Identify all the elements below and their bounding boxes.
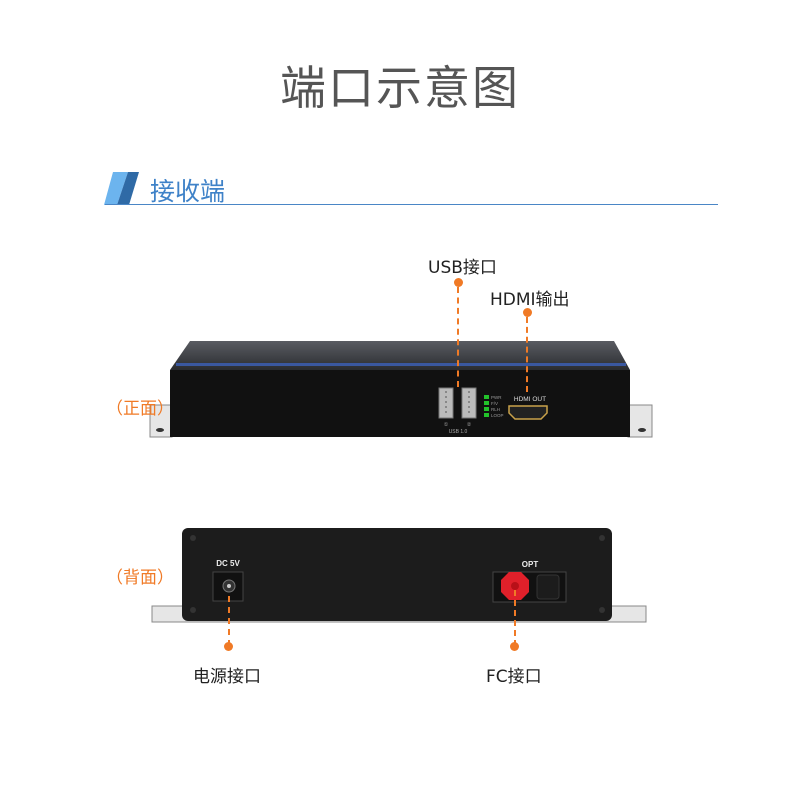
led-label: RLH — [491, 407, 500, 412]
usb-caption: USB 1.0 — [449, 429, 468, 435]
usb-port-2-label: ② — [467, 422, 472, 428]
fc-callout-line — [514, 590, 516, 646]
front-side-label: （正面） — [106, 399, 174, 419]
hdmi-callout-line — [526, 317, 528, 392]
power-callout-line — [228, 596, 230, 646]
led-label: PWR — [491, 395, 502, 400]
opt-caption: OPT — [522, 560, 539, 569]
usb-callout-line — [457, 287, 459, 387]
hdmi-callout-label: HDMI输出 — [490, 290, 570, 310]
hdmi-caption: HDMI OUT — [514, 396, 546, 403]
usb-callout-label: USB接口 — [428, 258, 497, 278]
led-label: F/V — [491, 401, 498, 406]
page-title: 端口示意图 — [280, 61, 520, 115]
usb-port-icon — [438, 387, 477, 419]
section-stripe-icon — [104, 172, 139, 205]
section-heading: 接收端 — [150, 177, 226, 206]
fc-callout-dot — [510, 642, 519, 651]
back-side-label: （背面） — [106, 568, 174, 588]
power-callout-label: 电源接口 — [193, 667, 261, 687]
dc-caption: DC 5V — [216, 559, 240, 568]
section-divider — [105, 204, 718, 205]
power-callout-dot — [224, 642, 233, 651]
hdmi-callout-dot — [523, 308, 532, 317]
back-device: DC 5V OPT — [151, 528, 647, 623]
led-label: LOOP — [491, 413, 504, 418]
dc-power-jack-icon — [212, 571, 244, 602]
usb-port-1-label: ① — [444, 422, 449, 428]
usb-callout-dot — [454, 278, 463, 287]
fc-callout-label: FC接口 — [486, 667, 542, 687]
status-leds: PWR F/V RLH LOOP — [484, 395, 504, 418]
front-device: ① ② USB 1.0 PWR F/V RLH LOOP HDMI OUT — [149, 341, 653, 438]
fc-optical-port-icon — [492, 571, 567, 603]
hdmi-port-icon — [508, 405, 548, 420]
